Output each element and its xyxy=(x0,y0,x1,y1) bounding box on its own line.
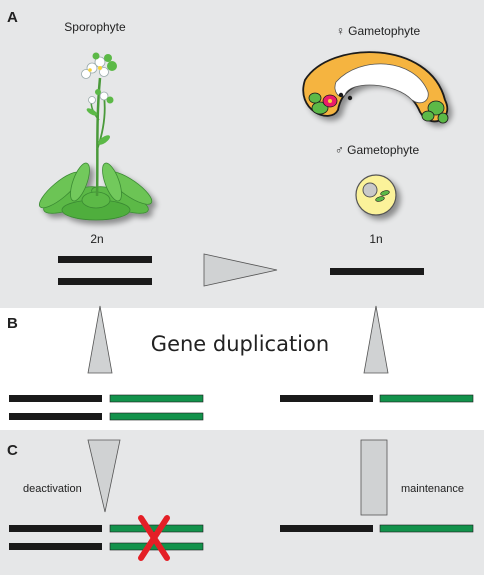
upward-arrow-right xyxy=(363,305,389,374)
embryo-sac-icon xyxy=(302,51,449,124)
gene-bar-original xyxy=(9,525,102,532)
sporophyte-to-gametophyte-arrow xyxy=(203,253,278,287)
gene-bar-original xyxy=(280,525,373,532)
male-gametophyte-label: ♂ Gametophyte xyxy=(335,143,420,157)
pollen-grain-icon xyxy=(355,174,397,216)
arabidopsis-plant-icon xyxy=(39,52,153,221)
gene-bar-duplicate xyxy=(379,394,474,403)
gene-bar-original xyxy=(330,268,424,275)
sporophyte-label: Sporophyte xyxy=(64,20,126,34)
panel-a-letter: A xyxy=(7,9,18,26)
female-gametophyte-label: ♀ Gametophyte xyxy=(336,24,421,38)
maintenance-bar-arrow xyxy=(360,439,388,516)
gene-bar-duplicate xyxy=(109,394,204,403)
gene-bar-original xyxy=(9,543,102,550)
gene-bar-original xyxy=(9,413,102,420)
gene-bar-original xyxy=(9,395,102,402)
upward-arrow-left xyxy=(87,305,113,374)
gene-bar-duplicate xyxy=(109,412,204,421)
downward-arrow-deactivation xyxy=(87,439,121,513)
ploidy-label-1n: 1n xyxy=(369,232,382,246)
gene-bar-duplicate xyxy=(379,524,474,533)
panel-c-letter: C xyxy=(7,442,18,459)
gene-bar-original xyxy=(280,395,373,402)
ploidy-label-2n: 2n xyxy=(90,232,103,246)
gene-bar-original xyxy=(58,278,152,285)
panel-c-background xyxy=(0,430,484,575)
red-x-icon xyxy=(138,515,170,561)
gene-duplication-label: Gene duplication xyxy=(151,332,329,356)
panel-b-background xyxy=(0,308,484,430)
panel-b-letter: B xyxy=(7,315,18,332)
maintenance-label: maintenance xyxy=(401,483,464,495)
gene-bar-original xyxy=(58,256,152,263)
deactivation-label: deactivation xyxy=(23,483,82,495)
